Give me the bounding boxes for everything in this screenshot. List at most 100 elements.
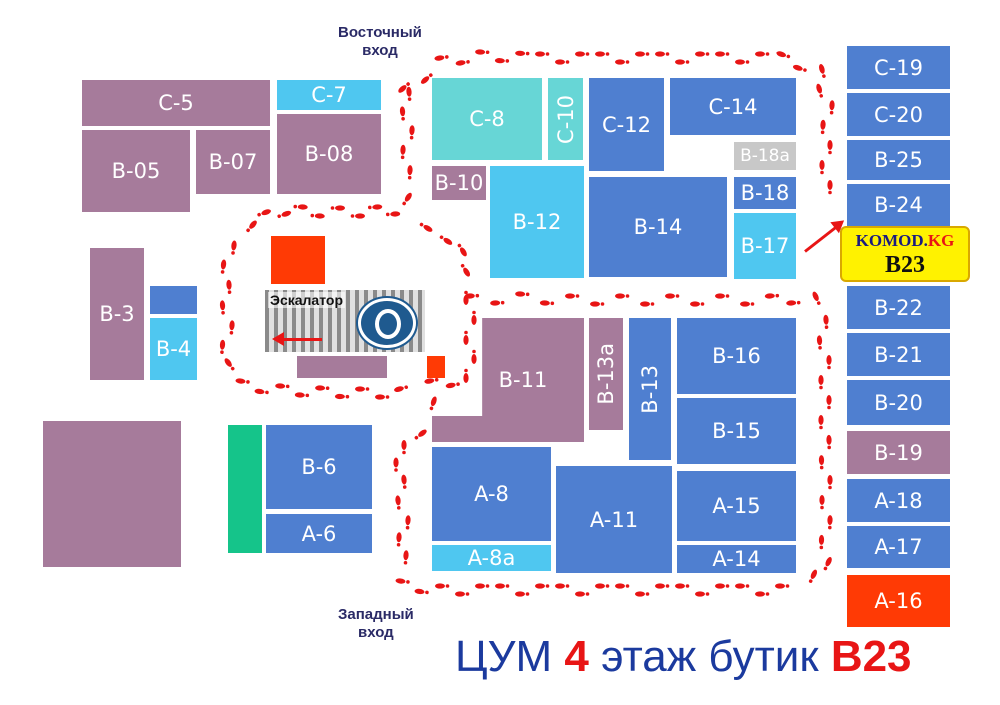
footprint-toe	[625, 60, 630, 64]
shop-a-14[interactable]: A-14	[677, 545, 796, 573]
footprint-sole	[665, 293, 675, 299]
shop-b-14[interactable]: B-14	[589, 177, 727, 277]
footprint-sole	[640, 301, 650, 307]
shop-unlabeled-green[interactable]	[228, 425, 262, 553]
footprint-icon	[826, 355, 832, 370]
shop-b-13a[interactable]: B-13a	[589, 318, 623, 430]
shop-a-8a[interactable]: A-8a	[432, 545, 551, 571]
shop-c-14[interactable]: C-14	[670, 78, 796, 135]
footprint-toe	[505, 59, 510, 63]
footprint-sole	[494, 58, 505, 64]
shop-b-25[interactable]: B-25	[847, 140, 950, 180]
shop-a-15[interactable]: A-15	[677, 471, 796, 541]
footprint-sole	[735, 59, 745, 65]
shop-unlabeled-blue[interactable]	[150, 286, 197, 314]
shop-a-11[interactable]: A-11	[556, 466, 672, 573]
shop-a-17[interactable]: A-17	[847, 526, 950, 568]
shop-b-16[interactable]: B-16	[677, 318, 796, 394]
footprint-sole	[414, 588, 425, 595]
footprint-sole	[390, 211, 401, 217]
shop-unlabeled-purple-small[interactable]	[297, 356, 387, 378]
store-brand: KOMOD.KG	[842, 230, 968, 252]
footprint-toe	[818, 345, 822, 350]
footprint-sole	[675, 59, 685, 65]
shop-a-8[interactable]: A-8	[432, 447, 551, 541]
shop-b-3[interactable]: B-3	[90, 248, 144, 380]
shop-a-18[interactable]: A-18	[847, 479, 950, 522]
footprint-icon	[829, 100, 835, 115]
shop-b-20[interactable]: B-20	[847, 380, 950, 425]
shop-c-7[interactable]: C-7	[277, 80, 381, 110]
footprint-toe	[221, 310, 225, 315]
shop-b-22[interactable]: B-22	[847, 286, 950, 329]
footprint-sole	[463, 335, 469, 345]
footprint-sole	[219, 300, 226, 311]
footprint-sole	[435, 583, 445, 589]
shop-b-13[interactable]: B-13	[629, 318, 671, 460]
footprint-toe	[402, 201, 406, 206]
footprint-icon	[399, 106, 406, 121]
footprint-icon	[786, 300, 801, 306]
footprint-sole	[819, 160, 825, 170]
footprint-sole	[826, 395, 832, 405]
footprint-icon	[826, 434, 832, 450]
footprint-icon	[695, 51, 710, 57]
shop-b-21[interactable]: B-21	[847, 333, 950, 376]
footprint-icon	[277, 210, 292, 219]
footprint-sole	[595, 51, 605, 57]
footprint-icon	[475, 49, 490, 55]
shop-unlabeled-red-small[interactable]	[427, 356, 445, 378]
shop-b-05[interactable]: B-05	[82, 130, 190, 212]
shop-b-15[interactable]: B-15	[677, 398, 796, 464]
shop-c-8[interactable]: C-8	[432, 78, 542, 160]
store-brand-domain: KG	[927, 231, 955, 250]
shop-c-19[interactable]: C-19	[847, 46, 950, 89]
footprint-toe	[230, 366, 235, 371]
footprint-sole	[455, 591, 465, 597]
shop-c-10[interactable]: C-10	[548, 78, 583, 160]
footprint-toe	[525, 51, 530, 56]
shop-b-17[interactable]: B-17	[734, 213, 796, 279]
shop-b-10[interactable]: B-10	[432, 166, 486, 200]
footprint-icon	[419, 222, 433, 232]
footprint-sole	[249, 220, 257, 229]
footprint-sole	[827, 180, 833, 190]
shop-b-08[interactable]: B-08	[277, 114, 381, 194]
footprint-sole	[715, 51, 725, 57]
shop-unlabeled-purple-large[interactable]	[43, 421, 181, 567]
footprint-icon	[406, 86, 412, 101]
shop-a-16[interactable]: A-16	[847, 575, 950, 627]
shop-b-18a[interactable]: B-18a	[734, 142, 796, 170]
shop-a-6[interactable]: A-6	[266, 514, 372, 553]
footprint-sole	[818, 415, 824, 425]
shop-b-07[interactable]: B-07	[196, 130, 270, 194]
shop-b-19[interactable]: B-19	[847, 431, 950, 474]
store-badge[interactable]: KOMOD.KG B23	[840, 226, 970, 282]
shop-b-24[interactable]: B-24	[847, 184, 950, 226]
footprint-toe	[745, 584, 750, 588]
footprint-toe	[220, 270, 225, 274]
shop-b-4[interactable]: B-4	[150, 318, 197, 380]
footprint-icon	[435, 583, 450, 589]
footprint-toe	[705, 52, 710, 56]
footprint-icon	[775, 583, 790, 589]
footprint-toe	[827, 445, 831, 450]
footprint-sole	[395, 495, 401, 506]
footprint-icon	[823, 314, 829, 329]
footprint-toe	[796, 300, 801, 305]
shop-c-12[interactable]: C-12	[589, 78, 664, 171]
footprint-sole	[655, 583, 665, 589]
shop-c-5[interactable]: C-5	[82, 80, 270, 126]
shop-unlabeled-red[interactable]	[271, 236, 325, 284]
shop-b-6[interactable]: B-6	[266, 425, 372, 509]
footprint-toe	[525, 592, 530, 596]
shop-c-20[interactable]: C-20	[847, 93, 950, 136]
shop-b-12[interactable]: B-12	[490, 166, 584, 278]
footprint-toe	[585, 592, 590, 596]
footprint-toe	[401, 116, 405, 121]
shop-b-18[interactable]: B-18	[734, 177, 796, 209]
footprint-sole	[819, 495, 825, 505]
footprint-toe	[819, 425, 823, 430]
footprint-icon	[740, 301, 755, 307]
footprint-icon	[792, 64, 807, 72]
